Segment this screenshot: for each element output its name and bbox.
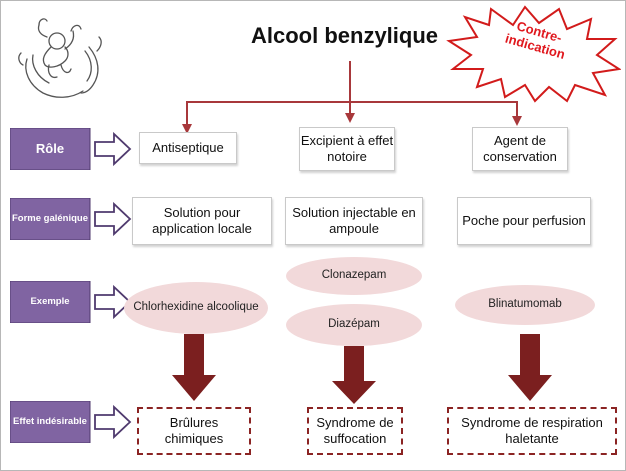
down-arrow-1 — [172, 334, 216, 401]
forme-box-3: Poche pour perfusion — [457, 197, 591, 245]
role-box-3: Agent de conservation — [472, 127, 568, 171]
example-oval-2a: Clonazepam — [286, 257, 422, 295]
baby-in-hands-icon — [9, 7, 109, 105]
row-label-effet: Effet indésirable — [10, 401, 133, 443]
forme-box-1: Solution pour application locale — [132, 197, 272, 245]
contraindication-badge: Contre-indication — [443, 5, 621, 103]
role-box-2: Excipient à effet notoire — [299, 127, 395, 171]
example-oval-3: Blinatumomab — [455, 285, 595, 325]
row-label-forme-text: Forme galénique — [11, 212, 88, 224]
example-oval-2b: Diazépam — [286, 304, 422, 346]
down-arrow-3 — [508, 334, 552, 401]
row-label-exemple: Exemple — [10, 281, 133, 323]
down-arrow-2 — [332, 346, 376, 404]
effect-box-1: Brûlures chimiques — [137, 407, 251, 455]
diagram-title: Alcool benzylique — [251, 23, 439, 48]
row-label-forme: Forme galénique — [10, 198, 133, 240]
row-label-role-text: Rôle — [35, 140, 65, 156]
forme-box-2: Solution injectable en ampoule — [285, 197, 423, 245]
starburst-shape — [446, 5, 621, 103]
example-oval-1: Chlorhexidine alcoolique — [124, 282, 268, 334]
row-label-role: Rôle — [10, 128, 133, 170]
effect-box-2: Syndrome de suffocation — [307, 407, 403, 455]
row-label-effet-text: Effet indésirable — [13, 415, 87, 427]
role-box-1: Antiseptique — [139, 132, 237, 164]
row-label-exemple-text: Exemple — [30, 295, 70, 307]
effect-box-3: Syndrome de respiration haletante — [447, 407, 617, 455]
